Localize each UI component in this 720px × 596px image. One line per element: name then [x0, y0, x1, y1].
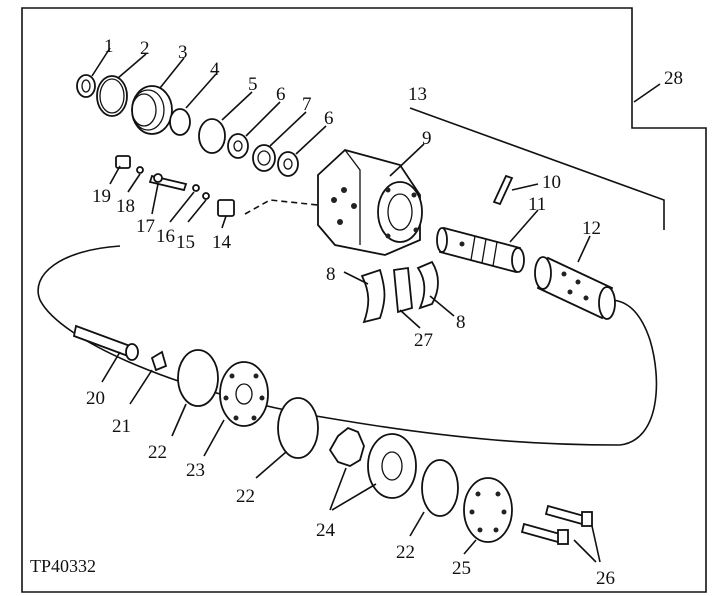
part-19-plug — [115, 155, 131, 169]
callout-3: 3 — [178, 42, 188, 63]
callout-8a: 8 — [326, 264, 336, 285]
part-18-ball — [136, 166, 144, 174]
callout-22c: 22 — [396, 542, 415, 563]
callout-2: 2 — [140, 38, 150, 59]
part-10-pin — [492, 174, 514, 206]
part-12-sleeve — [534, 256, 616, 320]
part-27-spacer — [393, 266, 413, 314]
leader-lines — [91, 47, 661, 563]
part-25-end-cap — [463, 477, 513, 543]
callout-13: 13 — [408, 84, 427, 105]
part-8-spring-right — [416, 260, 439, 310]
callout-10: 10 — [542, 172, 561, 193]
part-5-o-ring — [198, 118, 226, 154]
callout-18: 18 — [116, 196, 135, 217]
callout-7: 7 — [302, 94, 312, 115]
part-24-stator — [367, 433, 417, 499]
callout-24: 24 — [316, 520, 336, 541]
part-9-housing — [317, 149, 423, 256]
callout-20: 20 — [86, 388, 105, 409]
callout-14: 14 — [212, 232, 232, 253]
callout-9: 9 — [422, 128, 432, 149]
part-23-plate — [219, 361, 269, 427]
part-22-o-ring-a — [177, 349, 219, 407]
callout-26: 26 — [596, 568, 615, 589]
callout-1: 1 — [104, 36, 114, 57]
part-6-washer-b — [277, 151, 299, 177]
part-22-o-ring-c — [421, 459, 459, 517]
part-4-o-ring — [169, 108, 191, 136]
callout-16: 16 — [156, 226, 175, 247]
callout-5: 5 — [248, 74, 258, 95]
part-6-washer-a — [227, 133, 249, 159]
part-1-wiper-seal — [76, 74, 96, 98]
callout-22b: 22 — [236, 486, 255, 507]
callout-25: 25 — [452, 558, 471, 579]
callout-8b: 8 — [456, 312, 466, 333]
part-26-bolt-b — [520, 522, 569, 545]
part-11-spool — [436, 226, 525, 274]
part-2-o-ring — [96, 75, 128, 117]
alignment-dash — [244, 199, 319, 215]
part-22-o-ring-b — [277, 397, 319, 459]
callout-11: 11 — [528, 194, 546, 215]
callout-23: 23 — [186, 460, 205, 481]
part-8-spring-left — [360, 268, 386, 324]
part-14-clip — [217, 199, 235, 217]
callout-17: 17 — [136, 216, 155, 237]
part-20-shaft — [72, 324, 139, 361]
callout-21: 21 — [112, 416, 131, 437]
callout-15: 15 — [176, 232, 195, 253]
callout-6b: 6 — [324, 108, 334, 129]
callout-12: 12 — [582, 218, 601, 239]
callout-27: 27 — [414, 330, 433, 351]
part-7-bearing — [252, 144, 276, 172]
part-15-ball — [202, 192, 210, 200]
callout-4: 4 — [210, 59, 220, 80]
callout-22a: 22 — [148, 442, 167, 463]
part-24-rotor — [328, 426, 365, 467]
callout-6a: 6 — [276, 84, 286, 105]
figure-code: TP40332 — [30, 556, 96, 576]
callout-28: 28 — [664, 68, 683, 89]
part-3-gland — [131, 85, 173, 135]
part-17-valve — [148, 173, 188, 192]
part-26-bolt-a — [544, 504, 593, 527]
part-16-spring — [192, 184, 200, 192]
assembly-loop — [37, 245, 658, 446]
part-21-key — [150, 350, 168, 372]
callout-19: 19 — [92, 186, 111, 207]
bracket-13 — [409, 107, 665, 230]
diagram-frame — [21, 7, 707, 593]
